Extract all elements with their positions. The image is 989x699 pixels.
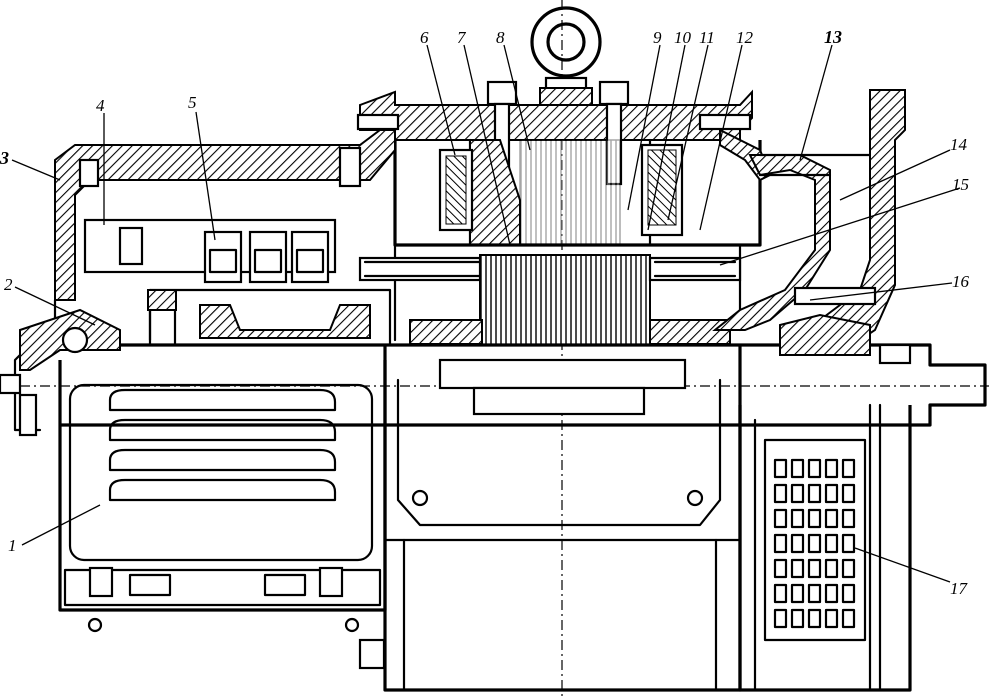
callout-3: 3 [0,148,9,168]
grille-slot [824,558,839,579]
grille-slot [790,583,805,604]
grille-slot [841,458,856,479]
callout-11: 11 [699,28,715,47]
grille-slot [841,508,856,529]
grille-slot [841,583,856,604]
grille-slot [773,533,788,554]
callout-15: 15 [952,175,969,194]
armature [358,254,742,346]
grille-slot [807,608,822,629]
callout-2: 2 [4,275,13,294]
grille-slot [790,608,805,629]
grille-slot [773,608,788,629]
grille-slot [841,608,856,629]
grille-slot [807,533,822,554]
grille-slot [773,458,788,479]
grille-slot [790,533,805,554]
grille-slot [841,533,856,554]
grille-slot [807,483,822,504]
grille-slot [807,583,822,604]
grille-slot [773,508,788,529]
callout-17: 17 [950,579,969,598]
brush-holders [83,218,337,284]
grille-slot [807,508,822,529]
callout-13: 13 [824,27,842,47]
fan-grille [773,458,856,629]
ventilation-louvers [108,388,337,502]
lower-frame [58,360,387,633]
grille-slot [841,558,856,579]
shaft [60,343,987,427]
callout-1: 1 [8,536,17,555]
grille-slot [790,508,805,529]
callout-9: 9 [653,28,662,47]
grille-slot [773,558,788,579]
callout-12: 12 [736,28,754,47]
grille-slot [841,483,856,504]
grille-slot [790,558,805,579]
callout-10: 10 [674,28,692,47]
grille-slot [807,458,822,479]
grille-slot [824,608,839,629]
right-end-shield [712,89,912,365]
callout-8: 8 [496,28,505,47]
grille-slot [824,483,839,504]
leader-lines [11,44,961,583]
callout-5: 5 [188,93,197,112]
callout-7: 7 [457,28,467,47]
callout-4: 4 [96,96,105,115]
grille-slot [824,508,839,529]
grille-slot [790,458,805,479]
fan-cowl [738,403,912,692]
grille-slot [773,483,788,504]
stator-pole [468,138,652,247]
grille-slot [790,483,805,504]
callout-labels: 1 2 3 4 5 6 7 8 9 10 11 12 13 14 15 16 1… [0,27,970,598]
callout-14: 14 [950,135,968,154]
grille-slot [773,583,788,604]
commutator [147,288,392,347]
grille-slot [824,583,839,604]
grille-slot [824,458,839,479]
field-coils [438,143,684,237]
grille-slot [807,558,822,579]
callout-6: 6 [420,28,429,47]
callout-16: 16 [952,272,970,291]
grille-slot [824,533,839,554]
